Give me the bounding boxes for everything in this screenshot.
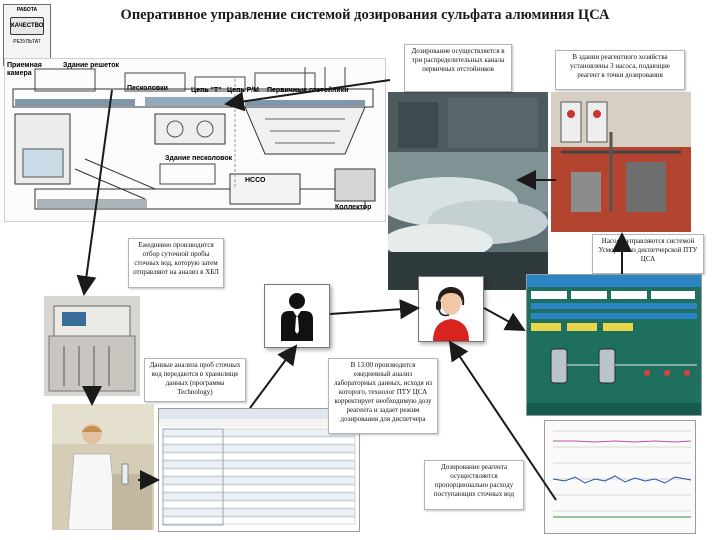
operator-headset-icon [419, 277, 483, 341]
photo-water-channel [388, 92, 548, 290]
table-row [162, 476, 356, 485]
trend-line-middle [552, 475, 692, 484]
logo-bottom-text: РЕЗУЛЬТАТ [13, 39, 41, 45]
table-row [162, 444, 356, 453]
logo-top-text: РАБОТА [16, 7, 38, 13]
note-proportional-dosing: Дозирование реагента осуществляется проп… [424, 460, 524, 510]
dispatcher-card [418, 276, 484, 342]
table-row [162, 508, 356, 517]
photo-lab-worker [52, 404, 154, 530]
technologist-card [264, 284, 330, 348]
logo-badge: КАЧЕСТВО [10, 17, 44, 35]
label-sand-building: Здание песколовок [165, 155, 233, 162]
note-pumps-control: Насосы управляются системой Усморгин из … [592, 234, 704, 274]
label-collector: Коллектор [335, 204, 372, 211]
label-channel-rm: Цепь Р/М [227, 87, 260, 94]
label-sand-traps: Песколовки [127, 85, 168, 92]
label-tank: НССО [245, 177, 266, 184]
table-row [162, 460, 356, 469]
technological-scheme: Приемная камера Здание решеток Песколовк… [4, 58, 386, 222]
label-grates-building: Здание решеток [63, 62, 120, 69]
page-title: Оперативное управление системой дозирова… [120, 7, 610, 23]
note-dosing-channels: Дозирование осуществляется в три распред… [404, 44, 512, 92]
table-row [162, 500, 356, 509]
label-receiving-chamber: Приемная камера [7, 62, 42, 77]
arrow-table-to-technologist [249, 344, 298, 409]
table-row [162, 516, 356, 525]
table-row [162, 428, 356, 437]
note-data-transfer: Данные анализа проб сточных вод передают… [144, 358, 246, 402]
table-row [162, 468, 356, 477]
data-table-screenshot [158, 408, 360, 532]
arrow-dispatcher-to-scada [483, 307, 526, 331]
scada-screenshot [526, 274, 702, 416]
table-row [162, 436, 356, 445]
note-daily-sampling: Ежедневно производится отбор суточной пр… [128, 238, 224, 288]
table-row [162, 452, 356, 461]
label-channel-t: Цепь "Т" [191, 87, 222, 94]
table-row [162, 492, 356, 501]
table-column-block [162, 428, 224, 526]
note-reagent-building: В здании реагентного хозяйства установле… [555, 50, 685, 90]
flow-trend-screenshot [544, 420, 696, 534]
person-icon [281, 293, 313, 341]
arrow-technologist-to-dispatcher [329, 299, 420, 320]
trend-line-upper [553, 440, 692, 443]
company-logo: РАБОТА КАЧЕСТВО РЕЗУЛЬТАТ [3, 4, 51, 66]
photo-reagent-building [551, 92, 691, 232]
label-primary-settlers: Первичные отстойники [267, 87, 349, 94]
note-daily-analysis: В 13:00 производится ежедневный анализ л… [328, 358, 438, 434]
table-row [162, 484, 356, 493]
trend-background [545, 421, 695, 533]
photo-lab-equipment [44, 296, 140, 396]
